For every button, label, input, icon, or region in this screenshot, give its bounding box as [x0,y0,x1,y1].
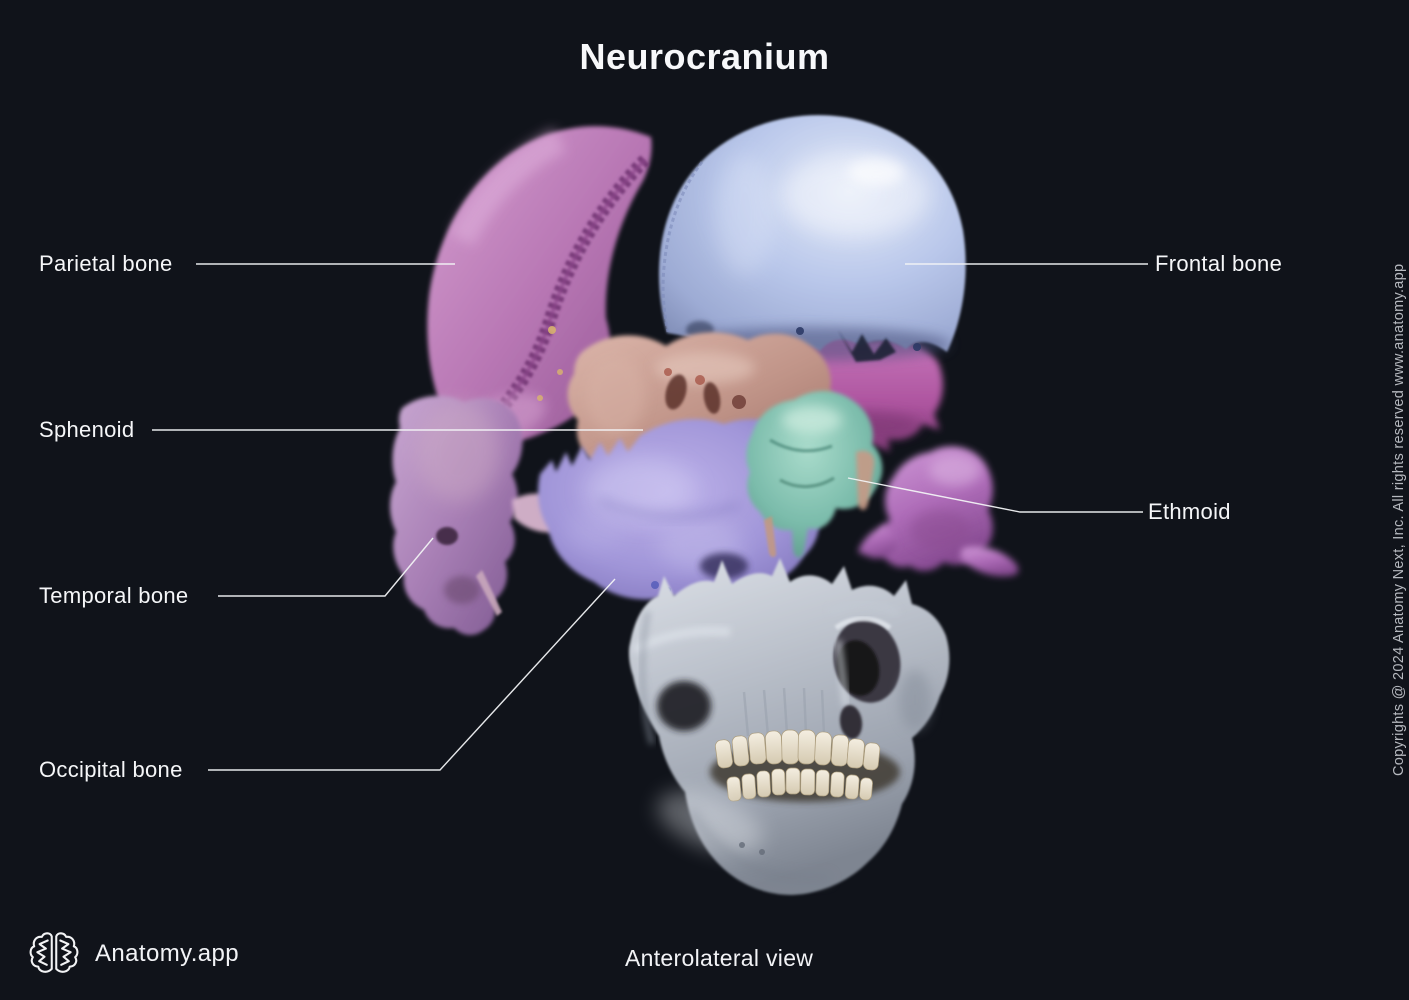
leader-lines [152,263,1148,771]
label-parietal-bone: Parietal bone [39,251,173,276]
ramus-shading [639,611,655,745]
bone-frontal [658,115,966,362]
brain-icon [29,932,79,973]
teeth-upper [714,729,881,771]
mental-foramen [739,842,745,848]
bone-viscerocranium [629,558,950,895]
ethmoid-crease [769,438,833,453]
mental-foramen [759,849,765,855]
tooth [815,769,830,797]
tooth [756,770,771,798]
nasal-aperture [839,705,863,739]
label-sphenoid: Sphenoid [39,417,135,442]
temporal-right-light [929,454,981,486]
frontal-shape [658,115,966,355]
tooth [830,734,849,767]
tooth [748,732,767,765]
frontal-suture-edge [661,161,704,333]
tooth [731,735,750,767]
brain-right-hemisphere [55,932,79,973]
cheek-shading [899,670,931,730]
occipital-speck [651,581,659,589]
tooth [846,738,865,769]
bone-ethmoid [746,391,883,558]
frontal-left-sheen [715,155,775,275]
tooth [726,776,742,802]
label-ethmoid: Ethmoid [1148,499,1231,524]
bone-temporal-right [858,446,1019,577]
ethmoid-highlight [782,406,842,434]
tooth [771,768,786,796]
tooth [741,773,757,800]
ethmoid-shape [746,391,883,558]
mandible-highlight [657,791,763,853]
tooth [844,774,860,800]
ear-canal [436,527,458,545]
sphenoid-orbital-slit [665,374,687,410]
frontal-sheen-hot [848,158,904,186]
bone-fleck [548,326,556,334]
tooth [765,730,783,765]
frontal-nasal-pocket [838,330,896,362]
nasal-bridge-highlight [834,639,850,707]
orbital-rim-highlight [834,616,892,631]
sphenoid-foramen [732,395,746,409]
bone-fleck [537,395,543,401]
supraorbital-foramen [913,343,921,351]
ethmoid-tan-process [764,516,777,558]
brain-left-hemisphere [29,932,53,973]
brand-logo[interactable]: Anatomy.app [27,926,239,982]
temporal-squama-sheen [416,402,500,502]
sphenoid-dorsum-light [655,352,755,384]
brand-name: Anatomy.app [95,940,240,967]
parietal-outer-highlight [450,128,566,246]
temporal-right-shadow [910,510,970,550]
tooth [859,777,873,801]
label-frontal-bone: Frontal bone [1155,251,1283,276]
sphenoid-orbital-slit [703,382,721,414]
sphenoid-red-accent [664,368,672,376]
maxilla-striations [742,687,844,757]
sphenoid-red-accent [695,375,705,385]
view-label: Anterolateral view [625,945,814,971]
leader-temporal-bone [218,537,434,597]
bone-fleck [557,369,563,375]
ethmoid-crease [779,476,835,488]
copyright-text: Copyrights @ 2024 Anatomy Next, Inc. All… [1391,263,1407,777]
ethmoid-tan-spur [856,450,875,510]
teeth-lower [726,767,873,802]
tooth [814,731,832,766]
tooth [714,739,733,769]
occipital-mottle [568,510,624,550]
mastoid-shadow [444,576,480,604]
temporal-right-left-wing [858,524,898,559]
tooth [785,767,801,795]
infratemporal-hole [657,681,711,731]
label-temporal-bone: Temporal bone [39,583,189,608]
leader-occipital-bone [208,578,616,771]
page-title: Neurocranium [579,36,830,77]
label-occipital-bone: Occipital bone [39,757,183,782]
sphenoid-wing-light [585,355,645,435]
occipital-ridge [598,497,742,520]
mandible-edge-shade [687,808,831,883]
tooth [797,729,816,765]
tooth [800,768,816,796]
tooth [830,771,845,798]
supraorbital-foramen [796,327,804,335]
tooth [781,729,800,765]
orbit-depth [836,640,880,696]
leader-ethmoid [847,477,1143,513]
temporal-right-lower-wing [960,546,1019,577]
brow-highlight [828,600,901,618]
styloid-process [476,570,502,616]
tooth [862,742,881,771]
